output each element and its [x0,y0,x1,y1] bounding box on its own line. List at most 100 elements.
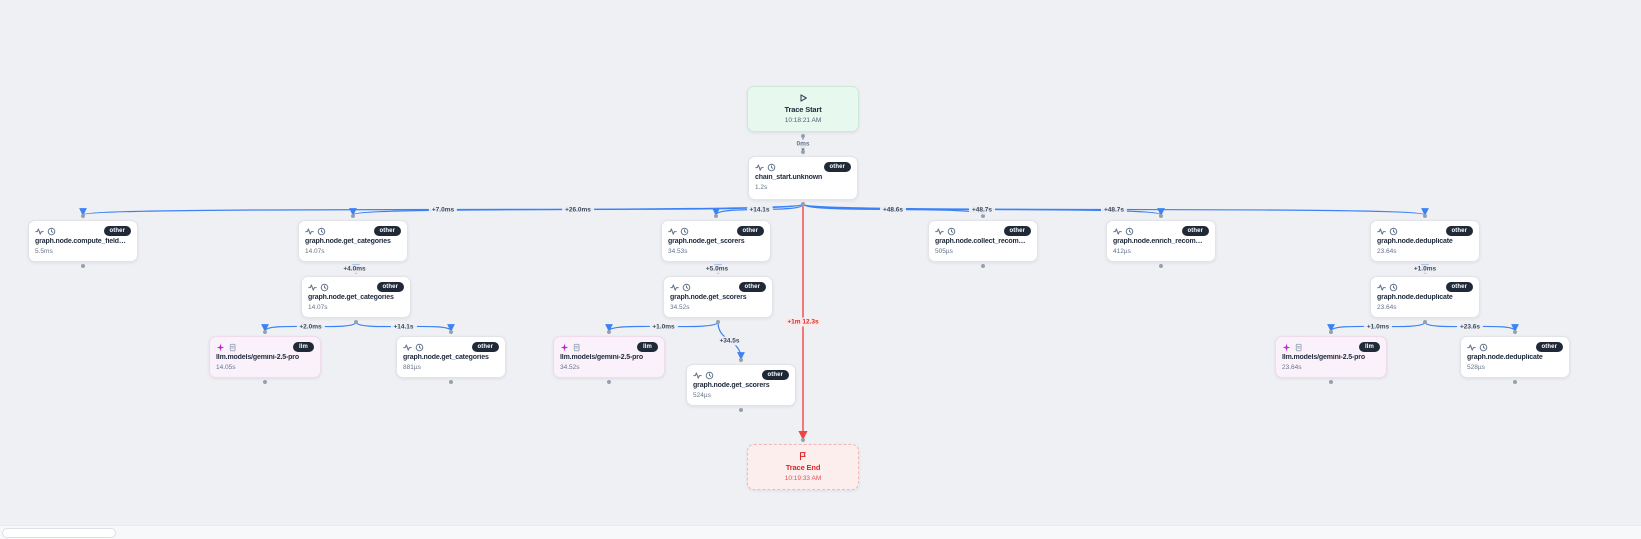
node-title: graph.node.get_categories [305,238,391,245]
node-type-badge: other [1445,226,1473,236]
node-deduplicate-1[interactable]: other graph.node.deduplicate 23.64s [1370,214,1480,268]
clock-icon [947,227,956,235]
edge-label: +14.1s [390,322,417,331]
source-handle [1159,264,1163,268]
node-header: other [1377,226,1473,236]
flag-icon [800,452,806,461]
sparkle-icon [1282,343,1291,351]
clock-icon [705,371,714,379]
node-duration: 524µs [693,391,711,399]
target-handle [449,330,453,334]
clock-icon [47,227,56,235]
node-title: graph.node.deduplicate [1377,238,1453,245]
target-handle [1159,214,1163,218]
node-get-categories-1[interactable]: other graph.node.get_categories 14.07s [298,214,408,268]
target-handle [981,214,985,218]
node-type-badge: other [471,342,499,352]
target-handle [1513,330,1517,334]
node-timestamp: 10:19:33 AM [784,474,822,482]
target-handle [263,330,267,334]
sparkle-icon [216,343,225,351]
node-duration: 412µs [1113,247,1131,255]
clock-icon [1389,283,1398,291]
target-handle [801,438,805,442]
activity-icon [668,227,677,235]
edge-label: +1.0ms [649,322,678,331]
clock-icon [320,283,329,291]
clock-icon [680,227,689,235]
node-duration: 1.2s [755,183,768,191]
node-header: other [670,282,766,292]
source-handle [801,134,805,138]
node-header: other [35,226,131,236]
node-header [754,451,852,461]
h-scrollbar-track[interactable] [0,525,1641,539]
node-title: graph.node.collect_recom… [935,238,1026,245]
node-llm-gemini-deduplicate[interactable]: llm llm.models/gemini-2.5-pro 23.64s [1275,330,1387,384]
edge-label: +48.7s [968,205,996,214]
edge-label: 0ms [793,139,813,148]
target-handle [351,214,355,218]
node-title: graph.node.enrich_recom… [1113,238,1203,245]
node-title: llm.models/gemini-2.5-pro [560,354,643,361]
source-handle [263,380,267,384]
node-header: other [308,282,404,292]
edge-label: +23.6s [1456,322,1484,331]
node-type-badge: llm [1359,342,1380,352]
node-duration: 5.5ms [35,247,53,255]
node-type-badge: llm [637,342,658,352]
node-header: other [403,342,499,352]
node-duration: 14.07s [305,247,325,255]
node-header: other [935,226,1031,236]
h-scrollbar-thumb[interactable] [2,528,116,538]
activity-icon [35,227,44,235]
node-type-badge: other [761,370,789,380]
node-type-badge: other [738,282,766,292]
activity-icon [305,227,314,235]
edge-label: +2.0ms [296,322,325,331]
node-title: chain_start.unknown [755,174,823,181]
node-title: llm.models/gemini-2.5-pro [1282,354,1365,361]
source-handle [801,202,805,206]
node-duration: 34.52s [670,303,690,311]
node-header: llm [216,342,314,352]
edge-label: +1.0ms [1410,264,1440,273]
node-duration: 23.64s [1377,247,1397,255]
node-type-badge: other [373,226,401,236]
activity-icon [693,371,702,379]
node-type-badge: other [376,282,404,292]
edge-label: +1m 12.3s [784,317,822,326]
source-handle [449,380,453,384]
node-duration: 23.64s [1282,363,1302,371]
node-type-badge: other [1181,226,1209,236]
node-type-badge: other [1535,342,1563,352]
activity-icon [670,283,679,291]
node-header: other [1467,342,1563,352]
node-duration: 23.64s [1377,303,1397,311]
node-type-badge: other [823,162,851,172]
node-timestamp: 10:18:21 AM [784,116,822,124]
node-enrich-recom[interactable]: other graph.node.enrich_recom… 412µs [1106,214,1216,268]
node-header: other [1377,282,1473,292]
edge-label: +34.5s [716,336,743,345]
target-handle [607,330,611,334]
clock-icon [767,163,776,171]
activity-icon [1467,343,1476,351]
target-handle [714,214,718,218]
source-handle [354,320,358,324]
